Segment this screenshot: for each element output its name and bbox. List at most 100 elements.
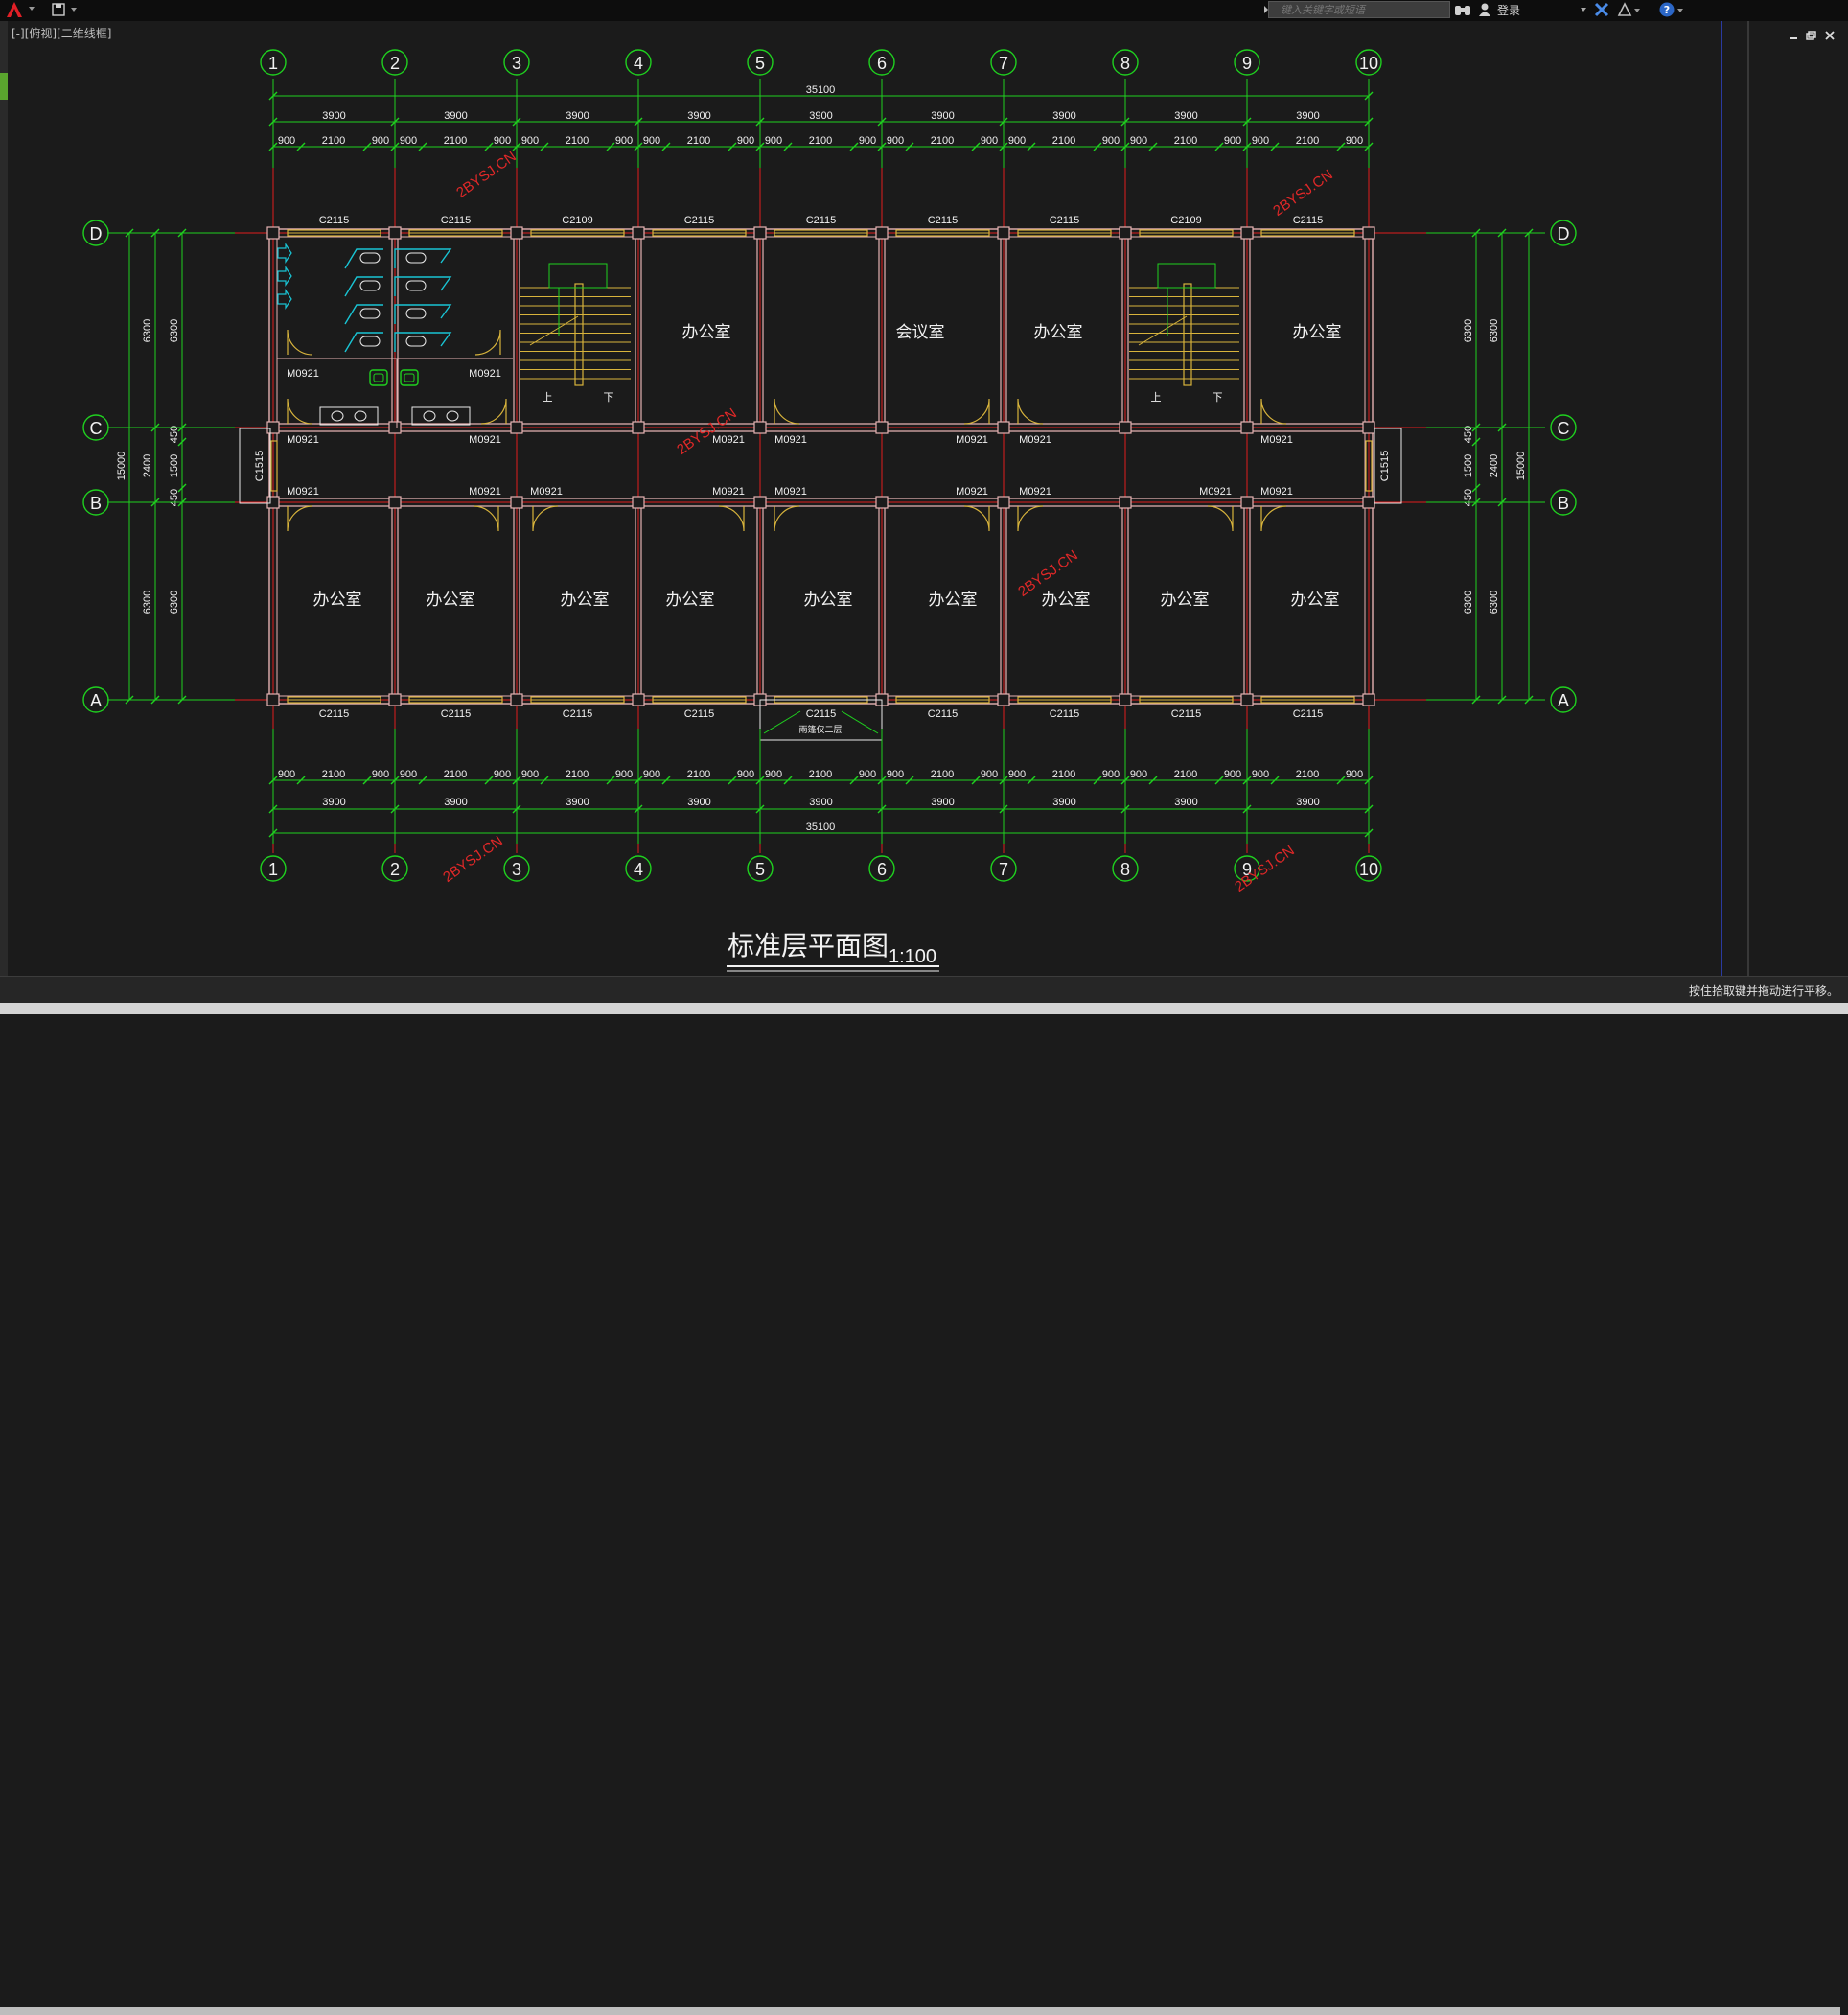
door-label: M0921 — [956, 486, 988, 498]
stall-partition — [344, 248, 383, 269]
room-label: 会议室 — [896, 323, 945, 341]
dim-seg-bottom-tick — [1336, 776, 1346, 785]
canopy — [759, 699, 883, 741]
dim-seg-top-value: 900 — [400, 135, 417, 147]
search-box[interactable] — [1268, 1, 1450, 18]
window-label: C2115 — [806, 708, 837, 720]
room-label: 办公室 — [1161, 591, 1210, 609]
dim-seg-top-value: 2100 — [1052, 135, 1075, 147]
dim-seg-top-tick — [540, 142, 549, 151]
dim-seg-bottom-value: 900 — [643, 769, 660, 780]
watermark: 2BYSJ.CN — [453, 149, 519, 201]
exchange-x-icon[interactable] — [1593, 1, 1610, 18]
dim-seg-bottom-tick — [362, 776, 372, 785]
dim-seg-bottom-value: 2100 — [444, 769, 467, 780]
column — [997, 421, 1010, 434]
dim-corridor-right-value: 1500 — [1463, 454, 1474, 477]
window-label: C2115 — [319, 708, 350, 720]
dim-seg-bottom-value: 900 — [1252, 769, 1269, 780]
dim-seg-bottom-value: 900 — [1008, 769, 1026, 780]
autocad-a-icon[interactable] — [4, 0, 38, 19]
dim-seg-bottom-value: 900 — [278, 769, 295, 780]
dim-bay-top-value: 3900 — [931, 110, 954, 122]
toilet-icon — [405, 252, 427, 264]
column — [1362, 496, 1375, 509]
door-label: M0921 — [1260, 486, 1293, 498]
axis-bubble — [747, 49, 774, 76]
top-bar: 登录 ? — [0, 0, 1848, 21]
save-icon[interactable] — [50, 0, 90, 19]
canopy-note: 雨篷仅二层 — [798, 724, 842, 734]
window-label: C2115 — [1171, 708, 1202, 720]
dim-seg-bottom-value: 900 — [521, 769, 539, 780]
door-swing — [718, 505, 745, 532]
washbasin-icon — [354, 410, 367, 422]
door-label: M0921 — [712, 434, 745, 446]
column — [997, 496, 1010, 509]
dim-corridor-right-value: 6300 — [1463, 319, 1474, 342]
window-label: C2115 — [319, 215, 350, 226]
door-label: M0921 — [287, 486, 319, 498]
dim-seg-bottom-value: 2100 — [687, 769, 710, 780]
column — [875, 226, 889, 240]
dim-rooms-right-value: 6300 — [1489, 319, 1500, 342]
axis-bubble — [260, 855, 287, 882]
toilet-icon — [405, 308, 427, 319]
axis-bubble — [868, 49, 895, 76]
urinal-icon — [277, 243, 292, 264]
toilet-icon — [359, 336, 381, 347]
dim-corridor-left-value: 6300 — [169, 319, 180, 342]
window-label: C2109 — [1170, 215, 1201, 226]
login-button[interactable]: 登录 — [1497, 4, 1521, 17]
chevron-down-icon[interactable] — [1580, 4, 1587, 15]
axis-bubble — [1112, 855, 1139, 882]
axis-label: 8 — [1120, 860, 1130, 879]
dim-seg-bottom-value: 900 — [765, 769, 782, 780]
dim-seg-top-tick — [484, 142, 494, 151]
close-icon[interactable] — [1823, 29, 1836, 42]
search-input[interactable] — [1281, 2, 1444, 17]
axis-bubble — [82, 414, 109, 441]
svg-text:?: ? — [1664, 4, 1670, 16]
washbasin-counter — [319, 406, 379, 426]
dim-depth-left-value: 15000 — [116, 452, 127, 481]
dim-bay-top-value: 3900 — [444, 110, 467, 122]
axis-label: 1 — [268, 54, 278, 73]
dim-seg-top-tick — [661, 142, 671, 151]
dim-corridor-right-value: 450 — [1463, 426, 1474, 443]
help-icon[interactable]: ? — [1658, 1, 1685, 18]
user-icon[interactable] — [1478, 2, 1491, 17]
column — [875, 421, 889, 434]
axis-bubble — [82, 220, 109, 246]
viewport-controls[interactable]: [-][俯视][二维线框] — [12, 27, 112, 40]
axis-label: C — [1558, 419, 1570, 438]
minimize-icon[interactable] — [1787, 29, 1800, 42]
watermark: 2BYSJ.CN — [440, 833, 505, 886]
washbasin-counter — [411, 406, 471, 426]
search-expand-icon[interactable] — [1262, 2, 1270, 17]
dim-seg-bottom-tick — [661, 776, 671, 785]
stall-partition — [394, 276, 452, 296]
column — [266, 226, 280, 240]
dim-bay-top-value: 3900 — [1174, 110, 1197, 122]
horizontal-scrollbar[interactable] — [0, 2007, 1840, 2015]
urinal-icon — [277, 266, 292, 287]
dim-seg-top-value: 900 — [1252, 135, 1269, 147]
axis-label: 8 — [1120, 54, 1130, 73]
left-panel-tab[interactable] — [0, 73, 8, 100]
door-swing — [287, 398, 313, 425]
horizontal-scrollbar-track — [0, 1003, 1848, 2015]
stair-left-handrail — [574, 283, 584, 386]
restore-icon[interactable] — [1804, 29, 1817, 42]
dim-seg-top-value: 2100 — [687, 135, 710, 147]
room-label: 办公室 — [929, 591, 978, 609]
axis-label: B — [90, 494, 102, 513]
column — [1362, 693, 1375, 706]
washbasin-icon — [423, 410, 436, 422]
axis-bubble — [1234, 49, 1260, 76]
door-swing — [1017, 398, 1044, 425]
room-label: 办公室 — [1293, 323, 1342, 341]
a360-icon[interactable] — [1616, 1, 1641, 18]
binoculars-icon[interactable] — [1453, 1, 1472, 18]
